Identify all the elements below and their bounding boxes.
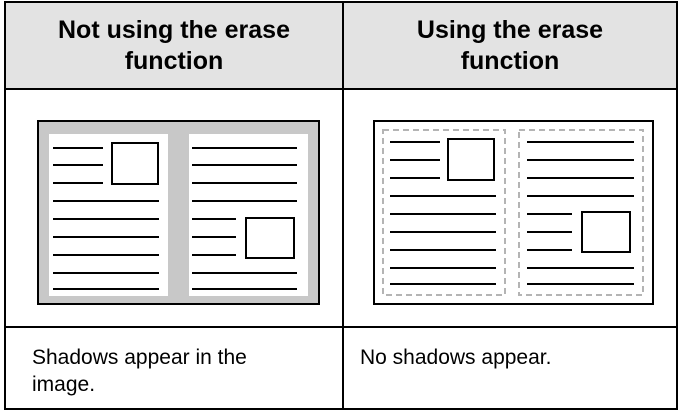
right-page-image-box [245, 217, 295, 259]
caption-shadows: Shadows appear in the image. [6, 328, 342, 410]
header-using-erase-text: Using the erase function [416, 15, 604, 75]
comparison-table: Not using the erase function Using the e… [4, 1, 678, 410]
caption-no-shadows-text: No shadows appear. [360, 346, 552, 369]
right-page [189, 134, 308, 296]
left-erase-border [382, 129, 506, 296]
left-page-image-box [447, 138, 495, 181]
left-page [49, 134, 168, 296]
header-not-using-erase: Not using the erase function [6, 3, 342, 88]
illustration-erased [344, 90, 676, 326]
caption-shadows-text: Shadows appear in the image. [32, 346, 247, 396]
right-page-image-box [581, 211, 631, 253]
header-not-using-erase-text: Not using the erase function [58, 15, 290, 75]
illustration-with-shadows [6, 90, 342, 326]
caption-no-shadows: No shadows appear. [344, 328, 676, 410]
header-divider [6, 88, 676, 90]
book-scan-shadow-image [37, 120, 320, 305]
left-page-image-box [111, 142, 159, 185]
header-using-erase: Using the erase function [344, 3, 676, 88]
column-divider [342, 3, 344, 408]
right-erase-border [518, 129, 644, 296]
book-scan-erased-image [373, 120, 654, 305]
caption-divider [6, 326, 676, 328]
